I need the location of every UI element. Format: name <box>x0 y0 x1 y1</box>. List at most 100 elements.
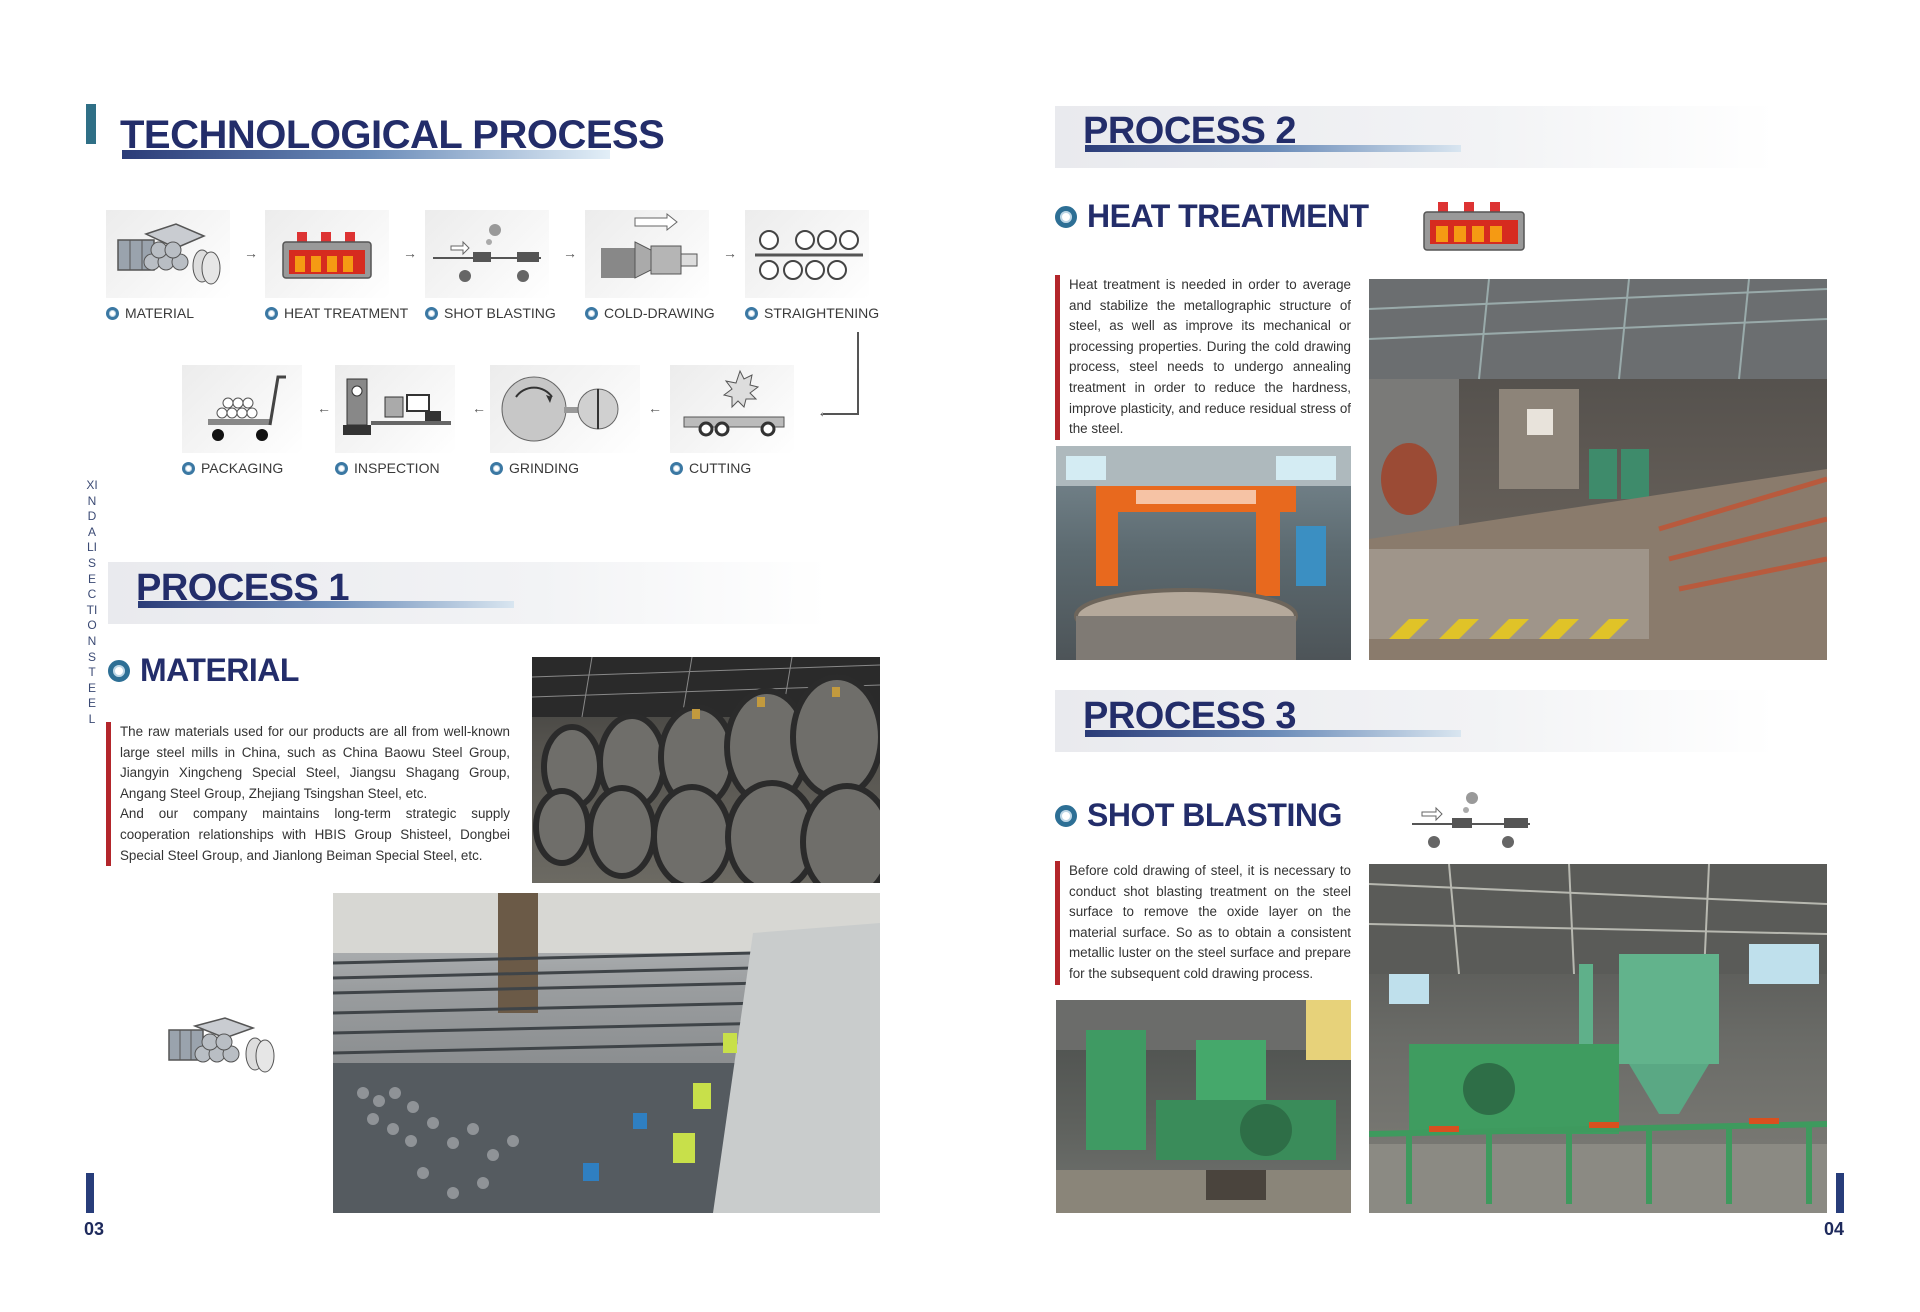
furnace-workshop-photo-art <box>1369 279 1827 660</box>
furnace-icon <box>1423 202 1525 251</box>
flow-label-material: MATERIAL <box>106 305 194 321</box>
packaging-cart-icon <box>208 375 286 441</box>
title-underline <box>1085 145 1461 152</box>
paragraph: And our company maintains long-term stra… <box>120 806 510 863</box>
steel-bars-warehouse-photo-art <box>333 893 880 1213</box>
wire-coils-photo-art <box>532 657 880 883</box>
flow-arrow: ← <box>472 400 486 416</box>
flow-step-grinding <box>490 365 640 453</box>
process2-description: Heat treatment is needed in order to ave… <box>1055 275 1351 440</box>
step-label-text: GRINDING <box>509 460 579 476</box>
flow-step-material <box>106 210 230 298</box>
step-label-text: MATERIAL <box>125 305 194 321</box>
flow-step-packaging <box>182 365 302 453</box>
title-underline <box>122 150 610 159</box>
side-brand-label: XINDALI SECTION STEEL <box>86 478 98 726</box>
flow-step-inspection <box>335 365 455 453</box>
annealing-furnace-photo-art <box>1056 446 1351 660</box>
flow-label-cutting: CUTTING <box>670 460 751 476</box>
flow-step-cutting <box>670 365 794 453</box>
bullet-icon <box>490 461 503 475</box>
process2-banner <box>1055 106 1775 168</box>
step-label-text: SHOT BLASTING <box>444 305 556 321</box>
furnace-icon <box>282 232 372 279</box>
flow-arrow: ← <box>817 404 833 421</box>
paragraph: Before cold drawing of steel, it is nece… <box>1069 863 1351 981</box>
bullet-icon <box>108 659 130 682</box>
process1-banner <box>108 562 828 624</box>
bullet-icon <box>182 461 195 475</box>
paragraph: The raw materials used for our products … <box>120 724 510 801</box>
process3-banner <box>1055 690 1775 752</box>
flow-connector <box>857 332 859 414</box>
step-label-text: INSPECTION <box>354 460 440 476</box>
page-number: 03 <box>84 1219 105 1239</box>
shot-blasting-machine-photo-art <box>1056 1000 1351 1213</box>
flow-label-packaging: PACKAGING <box>182 460 283 476</box>
bullet-icon <box>1055 205 1077 228</box>
process2-heading: HEAT TREATMENT <box>1055 198 1369 235</box>
inspection-equipment-icon <box>343 378 451 435</box>
heading-text: HEAT TREATMENT <box>1087 198 1369 234</box>
shot-blasting-icon <box>433 224 541 282</box>
flow-arrow: → <box>244 245 258 261</box>
bullet-icon <box>106 306 119 320</box>
flow-label-straightening: STRAIGHTENING <box>745 305 879 321</box>
material-icon <box>168 1017 275 1073</box>
page-number: 04 <box>1824 1219 1845 1239</box>
wire-coils-photo <box>532 657 880 883</box>
page-number-bar <box>1836 1173 1844 1213</box>
heading-text: MATERIAL <box>140 652 299 688</box>
page-number-bar <box>86 1173 94 1213</box>
step-label-text: PACKAGING <box>201 460 284 476</box>
title-underline <box>1085 730 1461 737</box>
cutting-saw-icon <box>683 369 785 437</box>
process1-description: The raw materials used for our products … <box>106 722 510 867</box>
flow-step-cold-drawing <box>585 210 709 298</box>
bullet-icon <box>425 306 438 320</box>
bullet-icon <box>335 461 348 475</box>
annealing-furnace-photo <box>1056 446 1351 660</box>
flow-step-straightening <box>745 210 869 298</box>
grinding-wheels-icon <box>501 376 619 442</box>
title-underline <box>138 601 514 608</box>
flow-label-heat-treatment: HEAT TREATMENT <box>265 305 408 321</box>
straightening-rollers-icon <box>755 230 863 280</box>
step-label-text: COLD-DRAWING <box>604 305 715 321</box>
flow-arrow: → <box>723 245 737 261</box>
flow-arrow: ← <box>317 400 331 416</box>
flow-arrow: → <box>563 245 577 261</box>
furnace-workshop-photo <box>1369 279 1827 660</box>
shot-blasting-icon <box>1412 792 1530 848</box>
flow-label-inspection: INSPECTION <box>335 460 440 476</box>
cold-drawing-icon <box>601 212 698 279</box>
bullet-icon <box>745 306 758 320</box>
flow-label-shot-blasting: SHOT BLASTING <box>425 305 556 321</box>
shot-blasting-line-photo-art <box>1369 864 1827 1213</box>
flow-label-cold-drawing: COLD-DRAWING <box>585 305 715 321</box>
process3-heading: SHOT BLASTING <box>1055 797 1342 834</box>
shot-blasting-line-photo <box>1369 864 1827 1213</box>
title-accent-bar <box>86 104 96 144</box>
process1-heading: MATERIAL <box>108 652 299 689</box>
bullet-icon <box>585 306 598 320</box>
flow-label-grinding: GRINDING <box>490 460 579 476</box>
step-label-text: STRAIGHTENING <box>764 305 880 321</box>
steel-bars-icon <box>117 223 221 285</box>
flow-step-heat-treatment <box>265 210 389 298</box>
shot-blasting-machine-photo <box>1056 1000 1351 1213</box>
process3-description: Before cold drawing of steel, it is nece… <box>1055 861 1351 985</box>
heading-text: SHOT BLASTING <box>1087 797 1342 833</box>
flow-step-shot-blasting <box>425 210 549 298</box>
page-title: TECHNOLOGICAL PROCESS <box>120 113 665 157</box>
step-label-text: CUTTING <box>689 460 752 476</box>
steel-bars-warehouse-photo <box>333 893 880 1213</box>
flow-arrow: → <box>403 245 417 261</box>
flow-arrow: ← <box>648 400 662 416</box>
step-label-text: HEAT TREATMENT <box>284 305 409 321</box>
bullet-icon <box>670 461 683 475</box>
bullet-icon <box>1055 804 1077 827</box>
bullet-icon <box>265 306 278 320</box>
paragraph: Heat treatment is needed in order to ave… <box>1069 277 1351 437</box>
flow-connector <box>823 413 859 415</box>
